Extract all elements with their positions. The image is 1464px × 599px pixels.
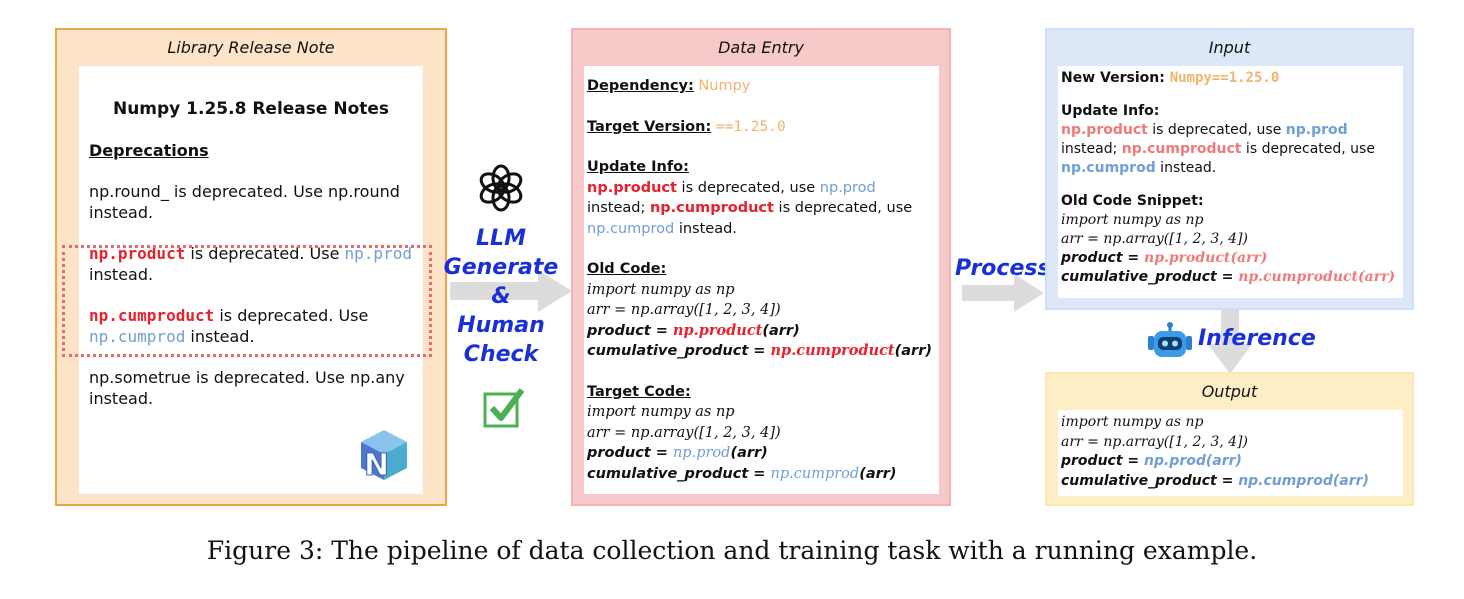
update-info-text: np.product is deprecated, use np.prod in… <box>587 179 913 237</box>
data-entry-title: Data Entry <box>718 38 804 57</box>
old-code-snippet-label: Old Code Snippet: <box>1061 193 1204 209</box>
library-release-note-panel: Library Release Note Numpy 1.25.8 Releas… <box>55 28 447 506</box>
output-code-block: import numpy as np arr = np.array([1, 2,… <box>1058 410 1403 496</box>
openai-logo-icon <box>479 164 523 212</box>
arrow-inference-icon <box>1208 310 1252 374</box>
arrow-generate-icon <box>450 270 572 312</box>
target-code-label: Target Code: <box>587 383 691 400</box>
figure-caption: Figure 3: The pipeline of data collectio… <box>206 536 1258 565</box>
arrow-process-icon <box>962 274 1044 312</box>
input-update-info-label: Update Info: <box>1061 103 1160 119</box>
input-title: Input <box>1208 38 1251 57</box>
update-info-label: Update Info: <box>587 159 689 175</box>
inference-label: Inference <box>1198 326 1316 351</box>
output-panel: Output import numpy as np arr = np.array… <box>1045 372 1414 506</box>
data-entry-body: Dependency: Numpy Target Version: ==1.25… <box>584 66 939 494</box>
checkmark-icon <box>483 388 525 428</box>
input-body: New Version: Numpy==1.25.0 Update Info: … <box>1058 66 1403 298</box>
target-version-line: Target Version: ==1.25.0 <box>587 118 786 135</box>
dependency-line: Dependency: Numpy <box>587 78 751 94</box>
data-entry-panel: Data Entry Dependency: Numpy Target Vers… <box>571 28 951 506</box>
highlight-dotted-box <box>62 245 432 357</box>
library-note-body: Numpy 1.25.8 Release Notes Deprecations … <box>79 66 423 494</box>
target-code-block: import numpy as np arr = np.array([1, 2,… <box>587 404 897 482</box>
old-code-label: Old Code: <box>587 261 667 277</box>
input-update-info-text: np.product is deprecated, use np.prod in… <box>1061 122 1375 176</box>
input-panel: Input New Version: Numpy==1.25.0 Update … <box>1045 28 1414 310</box>
new-version-line: New Version: Numpy==1.25.0 <box>1061 70 1280 86</box>
note-round: np.round_ is deprecated. Use np.round in… <box>89 182 400 222</box>
release-notes-heading: Numpy 1.25.8 Release Notes <box>112 99 390 119</box>
robot-icon <box>1148 322 1192 357</box>
input-code-block: import numpy as np arr = np.array([1, 2,… <box>1061 212 1396 285</box>
process-label: Process <box>955 256 1051 281</box>
output-title: Output <box>1201 382 1258 401</box>
old-code-block: import numpy as np arr = np.array([1, 2,… <box>587 281 932 360</box>
svg-text:N: N <box>364 448 389 482</box>
library-panel-title: Library Release Note <box>167 38 335 57</box>
numpy-logo-icon: N <box>361 430 407 482</box>
note-cumproduct: np.cumproduct is deprecated. Use np.cump… <box>89 306 369 346</box>
note-product: np.product is deprecated. Use np.prod in… <box>89 244 412 284</box>
deprecations-heading: Deprecations <box>89 141 209 160</box>
llm-generate-human-check-label: LLM Generate & Human Check <box>443 226 559 367</box>
note-sometrue: np.sometrue is deprecated. Use np.any in… <box>89 368 405 408</box>
